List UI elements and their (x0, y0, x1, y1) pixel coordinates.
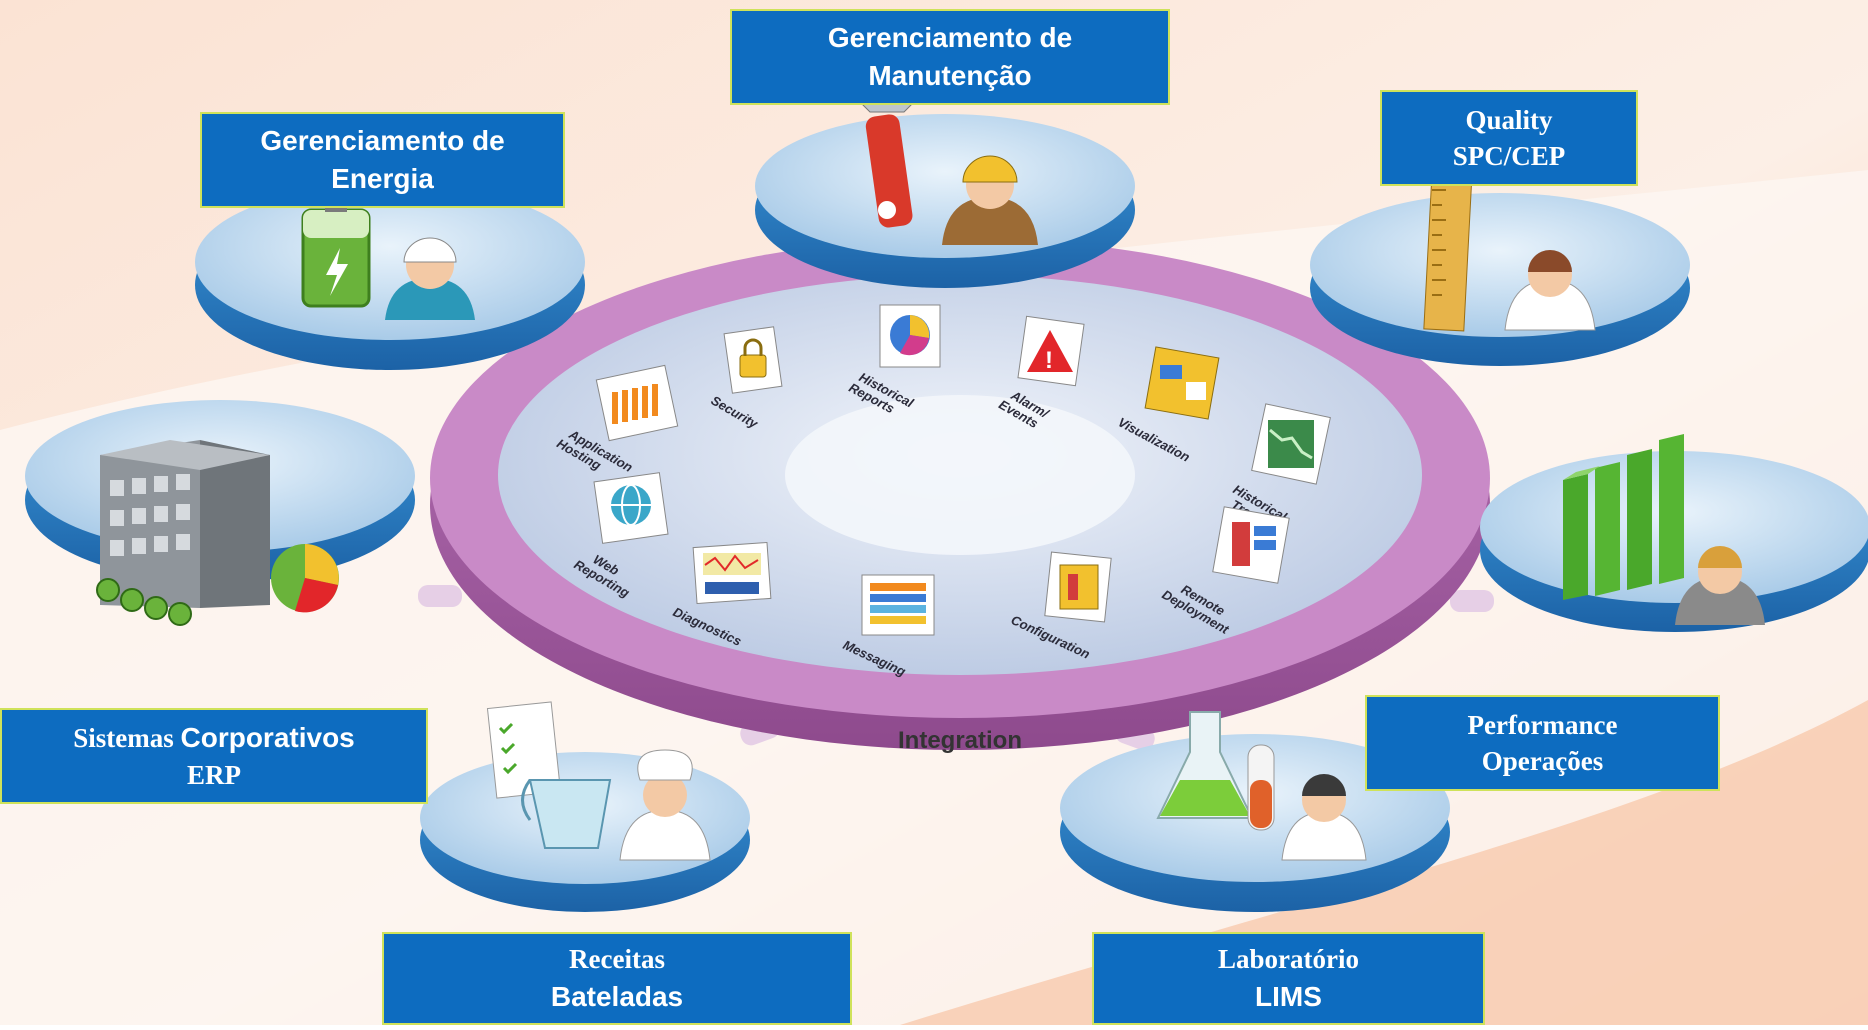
module-remote-deployment: Remote Deployment (1160, 506, 1290, 637)
label-energia-line2: Energia (331, 163, 434, 194)
svg-text:!: ! (1045, 347, 1053, 374)
platform-laboratorio (1060, 711, 1450, 912)
module-web-reporting: Web Reporting (572, 472, 669, 600)
label-performance-line1: Performance (1467, 709, 1618, 740)
label-laboratorio-line2: LIMS (1255, 980, 1322, 1012)
label-manutencao-line2: Manutenção (868, 60, 1032, 91)
chef-icon (619, 749, 711, 861)
scientist-icon (1281, 774, 1367, 861)
label-receitas-line1: Receitas (569, 944, 665, 975)
label-corporativos-line1b: Corporativos (180, 721, 355, 753)
operator-icon (1675, 546, 1765, 625)
measuring-cup-icon (521, 779, 612, 849)
module-historical-reports: Historical Reports (846, 304, 941, 416)
label-energia-line1: Gerenciamento de (260, 125, 505, 157)
label-laboratorio: Laboratório LIMS (1092, 932, 1485, 1025)
background-accent (900, 700, 1868, 1025)
building-icon (100, 440, 270, 608)
technician-icon (1504, 250, 1596, 331)
module-security: Security (709, 326, 783, 432)
ruler-icon (1423, 168, 1473, 332)
pie-chart-icon (271, 544, 339, 613)
label-corporativos-line2: ERP (187, 759, 241, 790)
label-quality: Quality SPC/CEP (1380, 90, 1638, 186)
checklist-icon (486, 701, 562, 799)
warning-icon (1027, 330, 1073, 372)
platform-receitas (420, 701, 750, 912)
integration-label: Integration (898, 727, 1022, 754)
label-receitas-line2: Bateladas (550, 980, 684, 1012)
ring-modules: Security Historical Reports ! Alarm/ Eve… (554, 304, 1331, 679)
network-nodes-icon (96, 578, 192, 626)
platform-corporativos (25, 400, 415, 626)
bar-chart-icon (1563, 434, 1684, 600)
battery-icon (301, 200, 371, 308)
module-historical-trends: Historical Trends (1229, 403, 1331, 531)
label-receitas: Receitas Bateladas (382, 932, 852, 1025)
label-manutencao-line1: Gerenciamento de (827, 22, 1073, 54)
label-corporativos: Sistemas Corporativos ERP (0, 708, 428, 804)
label-quality-line1: Quality (1465, 104, 1553, 135)
label-corporativos-line1: Sistemas Corporativos (73, 719, 355, 757)
label-laboratorio-line1: Laboratório (1218, 944, 1359, 975)
platform-energia (195, 184, 585, 370)
label-quality-line2: SPC/CEP (1452, 141, 1566, 171)
label-manutencao: Gerenciamento de Manutenção (730, 9, 1170, 105)
platform-manutencao (755, 70, 1135, 288)
flask-icon (1156, 711, 1254, 819)
module-messaging: Messaging (841, 574, 935, 679)
ring-center (785, 395, 1135, 555)
platform-performance (1480, 434, 1868, 632)
platform-quality (1310, 168, 1690, 366)
label-performance-line2: Operações (1481, 746, 1604, 776)
label-corporativos-line1a: Sistemas (73, 722, 181, 753)
test-tube-icon (1247, 744, 1275, 831)
label-performance: Performance Operações (1365, 695, 1720, 791)
label-energia: Gerenciamento de Energia (200, 112, 565, 208)
engineer-icon (942, 155, 1038, 245)
engineer-icon (385, 237, 475, 320)
